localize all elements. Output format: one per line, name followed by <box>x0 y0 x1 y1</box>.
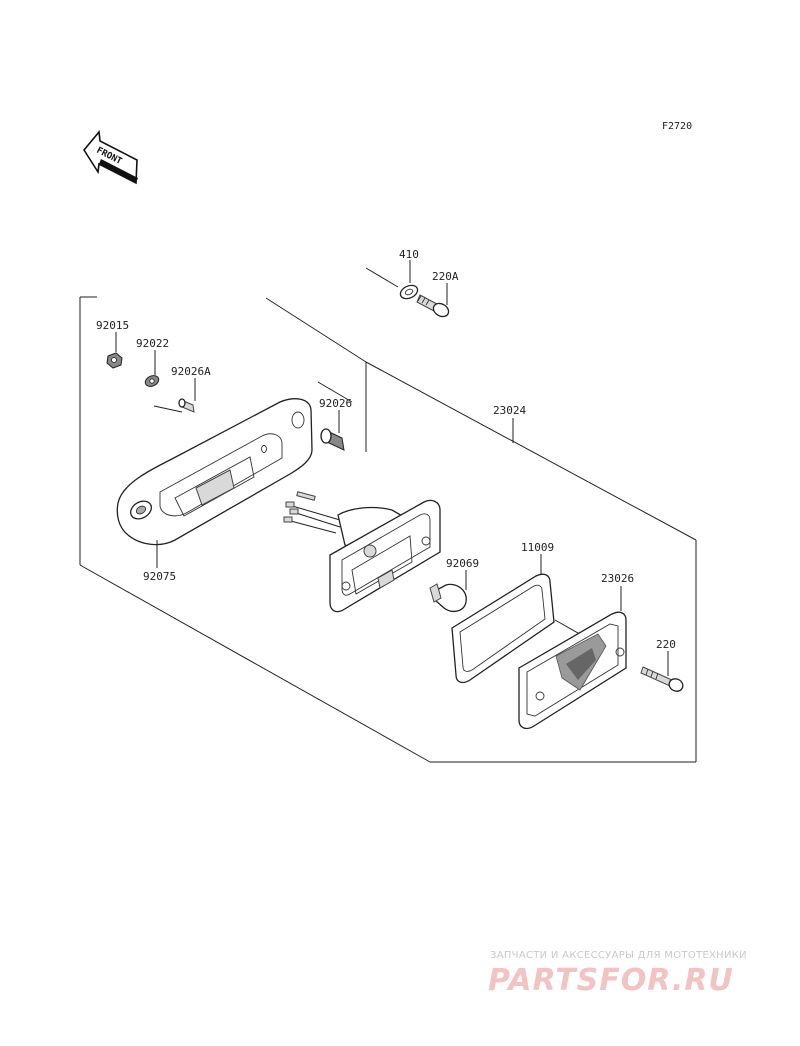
label-23024: 23024 <box>493 404 526 417</box>
bracket-92075 <box>116 398 313 546</box>
label-410: 410 <box>399 248 419 261</box>
label-92069: 92069 <box>446 557 479 570</box>
bulb-socket-wires <box>283 491 341 534</box>
collar-92026 <box>320 428 345 451</box>
label-23026: 23026 <box>601 572 634 585</box>
screw-220 <box>640 666 684 692</box>
label-220A: 220A <box>432 270 459 283</box>
label-92026A: 92026A <box>171 365 211 378</box>
collar-92026A <box>178 398 195 413</box>
screw-220A <box>416 294 450 318</box>
label-92022: 92022 <box>136 337 169 350</box>
nut-92015 <box>106 352 123 369</box>
watermark-tagline: ЗАПЧАСТИ И АКСЕССУАРЫ ДЛЯ МОТОТЕХНИКИ <box>490 950 747 961</box>
lens-23026 <box>518 611 627 730</box>
watermark-logo[interactable]: PARTSFOR.RU <box>488 963 734 998</box>
label-220: 220 <box>656 638 676 651</box>
bulb-92069 <box>429 583 467 613</box>
assembly-boundary <box>79 296 697 763</box>
washer-92022 <box>144 375 160 387</box>
light-housing <box>329 499 441 613</box>
label-92015: 92015 <box>96 319 129 332</box>
label-92026: 92026 <box>319 397 352 410</box>
washer-410 <box>399 284 419 300</box>
label-92075: 92075 <box>143 570 176 583</box>
front-direction-arrow-icon: FRONT <box>83 130 138 185</box>
figure-code: F2720 <box>662 121 692 132</box>
gasket-11009 <box>451 573 555 684</box>
label-11009: 11009 <box>521 541 554 554</box>
